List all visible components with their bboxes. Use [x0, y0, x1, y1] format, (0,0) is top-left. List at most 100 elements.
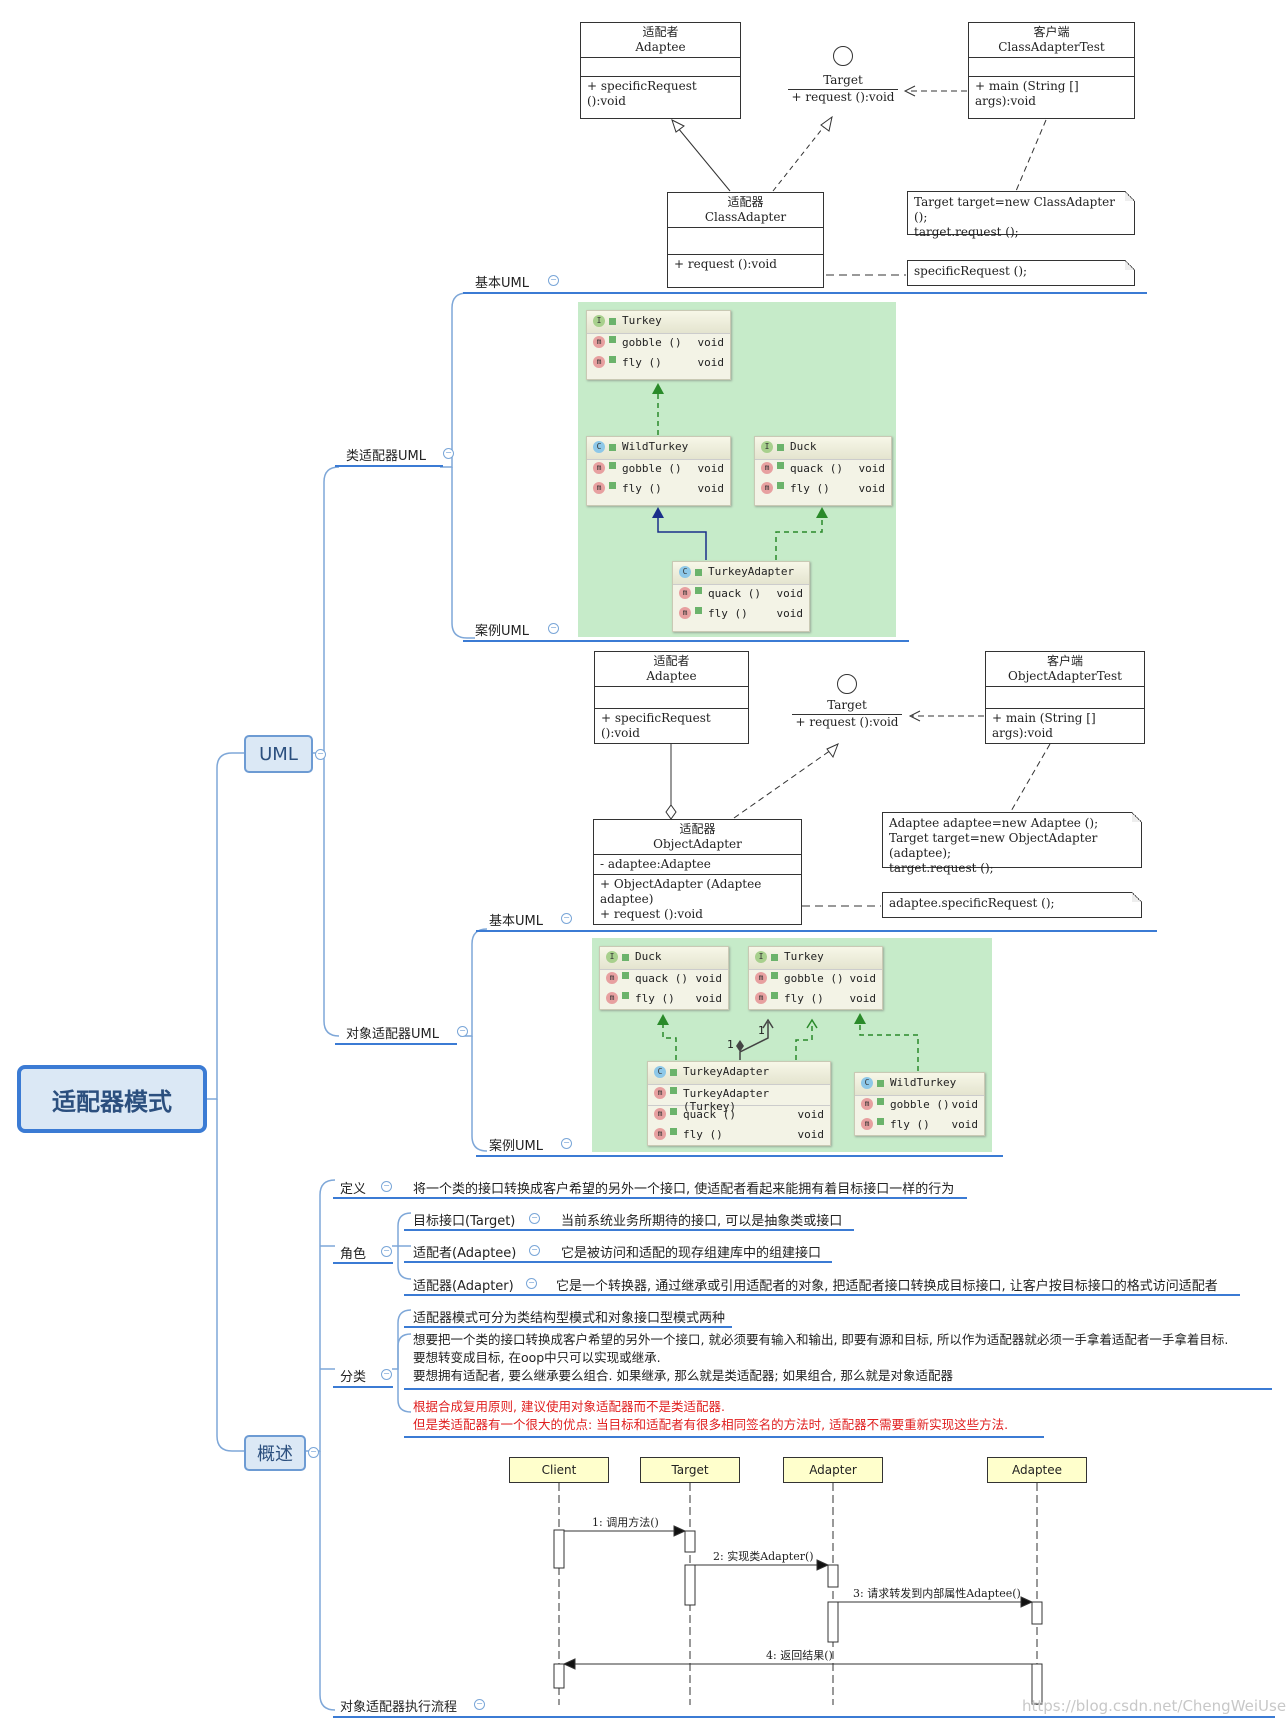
- role-description[interactable]: 它是被访问和适配的现存组建库中的组建接口: [561, 1246, 822, 1261]
- return-type: void: [697, 462, 725, 475]
- interface-lollipop-icon: [837, 674, 857, 694]
- class-name: WildTurkey: [622, 440, 689, 453]
- class-name: WildTurkey: [890, 1076, 957, 1089]
- role-description[interactable]: 当前系统业务所期待的接口, 可以是抽象类或接口: [561, 1214, 843, 1229]
- object-uml-connectors: [665, 710, 1051, 907]
- class-name: ObjectAdapterTest: [1008, 669, 1122, 683]
- class-stereotype: 客户端: [1046, 654, 1083, 668]
- collapse-toggle-icon[interactable]: −: [548, 623, 559, 634]
- return-type: void: [951, 1118, 979, 1131]
- class-badge-icon: C: [861, 1077, 873, 1089]
- collapse-toggle-icon[interactable]: −: [457, 1026, 468, 1037]
- role-name[interactable]: 适配者(Adaptee): [413, 1246, 517, 1261]
- class-adapter-uml-label[interactable]: 类适配器UML: [346, 449, 426, 464]
- interface-badge-icon: I: [761, 441, 773, 453]
- method-badge-icon: m: [755, 972, 767, 984]
- method-name: gobble (): [622, 336, 682, 349]
- overview-topic[interactable]: 概述: [244, 1435, 306, 1471]
- collapse-toggle-icon[interactable]: −: [315, 749, 326, 760]
- role-name[interactable]: 适配器(Adapter): [413, 1279, 514, 1294]
- class-name: TurkeyAdapter: [683, 1065, 770, 1078]
- branch-underline: [333, 1197, 967, 1199]
- return-type: void: [697, 336, 725, 349]
- method-badge-icon: m: [761, 482, 773, 494]
- note-line: Target target=new ClassAdapter ();: [914, 195, 1116, 224]
- category-label[interactable]: 分类: [340, 1370, 367, 1385]
- method: + specificRequest ():void: [601, 711, 711, 740]
- category-paragraph[interactable]: 想要把一个类的接口转换成客户希望的另外一个接口, 就必须要有输入和输出, 即要有…: [413, 1331, 1228, 1385]
- visibility-icon: [609, 462, 616, 469]
- collapse-toggle-icon[interactable]: −: [561, 913, 572, 924]
- branch-underline: [335, 465, 443, 467]
- object-adapter-uml-label[interactable]: 对象适配器UML: [346, 1027, 439, 1042]
- collapse-toggle-icon[interactable]: −: [474, 1699, 485, 1710]
- object-example-uml-label[interactable]: 案例UML: [489, 1139, 543, 1154]
- watermark: https://blog.csdn.net/ChengWeiUser: [1022, 1697, 1287, 1715]
- method-name: gobble (): [890, 1098, 950, 1111]
- class-stereotype: 客户端: [1033, 25, 1070, 39]
- category-recommendation[interactable]: 根据合成复用原则, 建议使用对象适配器而不是类适配器. 但是类适配器有一个很大的…: [413, 1398, 1008, 1434]
- role-name[interactable]: 目标接口(Target): [413, 1214, 516, 1229]
- class-name: ObjectAdapter: [653, 837, 742, 851]
- method-badge-icon: m: [593, 462, 605, 474]
- class-name: Duck: [790, 440, 817, 453]
- paragraph-line: 要想拥有适配者, 要么继承要么组合. 如果继承, 那么就是类适配器; 如果组合,…: [413, 1368, 953, 1383]
- client-code-note: Target target=new ClassAdapter (); targe…: [907, 191, 1135, 239]
- class-name: ClassAdapterTest: [998, 40, 1105, 54]
- method-badge-icon: m: [606, 992, 618, 1004]
- collapse-toggle-icon[interactable]: −: [381, 1246, 392, 1257]
- collapse-toggle-icon[interactable]: −: [381, 1181, 392, 1192]
- visibility-icon: [877, 1118, 884, 1125]
- flow-label[interactable]: 对象适配器执行流程: [340, 1700, 458, 1715]
- uml-topic[interactable]: UML: [244, 735, 313, 773]
- visibility-icon: [609, 336, 616, 343]
- class-basic-uml-label[interactable]: 基本UML: [475, 276, 529, 291]
- branch-underline: [404, 1326, 732, 1328]
- collapse-toggle-icon[interactable]: −: [308, 1447, 319, 1458]
- collapse-toggle-icon[interactable]: −: [561, 1138, 572, 1149]
- note-line: Adaptee adaptee=new Adaptee ();: [889, 816, 1099, 830]
- branch-underline: [463, 640, 909, 642]
- lifeline-adaptee: Adaptee: [987, 1457, 1087, 1483]
- class-badge-icon: C: [593, 441, 605, 453]
- collapse-toggle-icon[interactable]: −: [529, 1245, 540, 1256]
- visibility-icon: [622, 972, 629, 979]
- category-text[interactable]: 适配器模式可分为类结构型模式和对象接口型模式两种: [413, 1311, 726, 1326]
- interface-badge-icon: I: [606, 951, 618, 963]
- class-name: ClassAdapter: [704, 210, 787, 224]
- class-example-uml-label[interactable]: 案例UML: [475, 624, 529, 639]
- roles-label[interactable]: 角色: [340, 1247, 367, 1262]
- class-badge-icon: C: [654, 1066, 666, 1078]
- collapse-toggle-icon[interactable]: −: [526, 1278, 537, 1289]
- multiplicity-label: 1: [758, 1024, 765, 1037]
- collapse-toggle-icon[interactable]: −: [443, 448, 454, 459]
- paragraph-line: 根据合成复用原则, 建议使用对象适配器而不是类适配器.: [413, 1399, 725, 1414]
- class-stereotype: 适配器: [727, 195, 764, 209]
- adapter-code-note: specificRequest ();: [907, 260, 1135, 286]
- visibility-icon: [777, 443, 784, 451]
- visibility-icon: [695, 568, 702, 576]
- sequence-message: 4: 返回结果(): [766, 1649, 833, 1662]
- object-basic-uml-label[interactable]: 基本UML: [489, 914, 543, 929]
- collapse-toggle-icon[interactable]: −: [529, 1213, 540, 1224]
- class-name: Turkey: [784, 950, 824, 963]
- return-type: void: [695, 992, 723, 1005]
- role-description[interactable]: 它是一个转换器, 通过继承或引用适配者的对象, 把适配者接口转换成目标接口, 让…: [556, 1279, 1218, 1294]
- definition-text[interactable]: 将一个类的接口转换成客户希望的另外一个接口, 使适配者看起来能拥有着目标接口一样…: [413, 1182, 955, 1197]
- visibility-icon: [609, 356, 616, 363]
- branch-underline: [333, 1716, 1275, 1718]
- method-name: fly (): [683, 1128, 723, 1141]
- return-type: void: [697, 482, 725, 495]
- branch-underline: [463, 292, 1147, 294]
- collapse-toggle-icon[interactable]: −: [381, 1369, 392, 1380]
- definition-label[interactable]: 定义: [340, 1182, 367, 1197]
- collapse-toggle-icon[interactable]: −: [548, 275, 559, 286]
- root-topic[interactable]: 适配器模式: [17, 1065, 207, 1133]
